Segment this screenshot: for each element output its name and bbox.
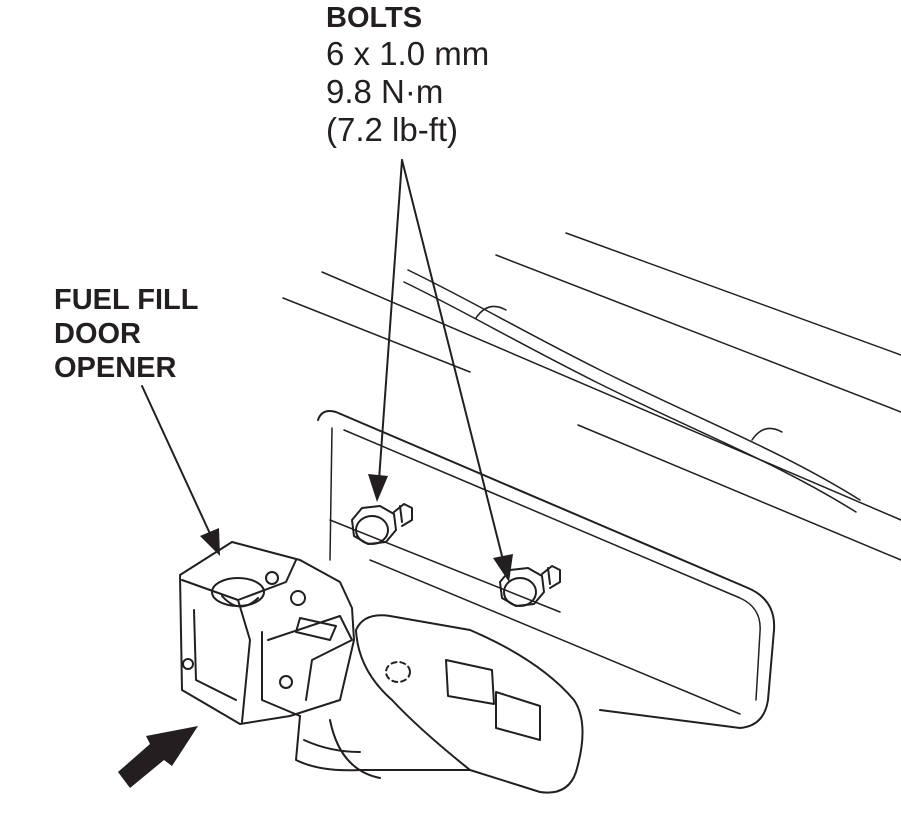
bolt-size: 6 x 1.0 mm [326, 35, 490, 72]
body-panel-lines [282, 232, 901, 561]
direction-arrow [118, 726, 198, 788]
opener-label-line1: FUEL FILL [54, 284, 199, 316]
bolts-title: BOLTS [326, 2, 423, 34]
opener-housing [179, 541, 355, 725]
wire-harness [403, 269, 861, 513]
bolt-upper [351, 503, 413, 545]
arrow-head-lower-bolt [493, 554, 513, 582]
opener-label-line3: OPENER [54, 352, 177, 384]
bolt-lower [499, 565, 561, 607]
mounting-panel-inner-edge [329, 427, 761, 701]
opener-label-line2: DOOR [54, 318, 141, 350]
panel-line [369, 559, 741, 715]
mounting-panel [317, 410, 776, 729]
bolt-torque-nm: 9.8 N·m [326, 73, 444, 110]
panel-line [329, 519, 561, 613]
bolt-torque-lbft: (7.2 lb-ft) [326, 111, 459, 148]
arrow-head-upper-bolt [368, 474, 388, 502]
arrow-head-opener [200, 528, 220, 556]
opener-lever [295, 614, 584, 794]
leader-arrows [141, 159, 504, 561]
